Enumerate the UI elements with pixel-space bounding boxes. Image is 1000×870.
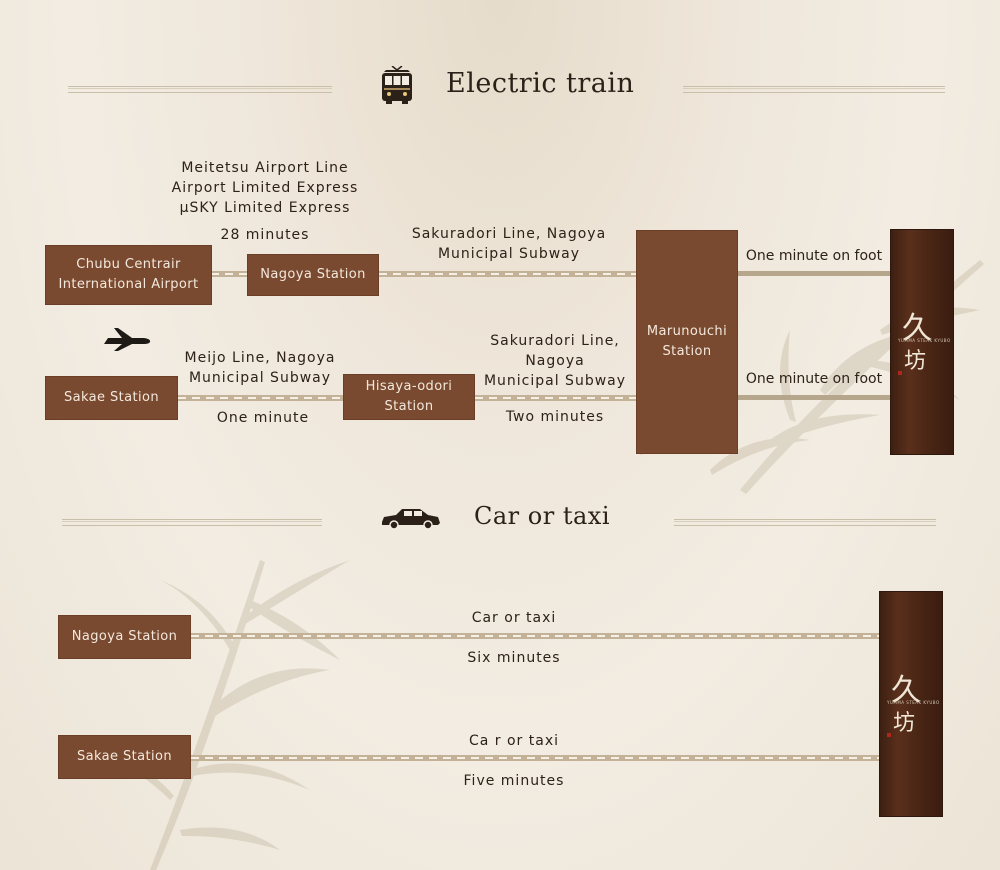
car-nagoya-station-box: Nagoya Station — [58, 615, 191, 659]
car-route2-rail — [191, 755, 880, 761]
restaurant-sign-train: 久 YUMMA STEAK KYUBO 坊 — [890, 229, 954, 455]
sign-brush-char-2: 坊 — [904, 349, 927, 374]
walk-line-1 — [738, 271, 890, 276]
header-divider-left — [68, 86, 332, 93]
car-divider-left — [62, 519, 322, 526]
chubu-airport-box: Chubu Centrair International Airport — [45, 245, 212, 305]
car-icon — [382, 509, 440, 530]
car-route2-duration: Five minutes — [463, 773, 565, 789]
walk-label-2: One minute on foot — [745, 371, 883, 387]
sign-brush-char-1: 久 — [902, 311, 932, 346]
car-section-title: Car or taxi — [474, 502, 610, 530]
sign-subtitle: YUMMA STEAK KYUBO — [887, 700, 940, 705]
sakae-station-box: Sakae Station — [45, 376, 178, 420]
bamboo-decoration — [90, 560, 350, 870]
route2-line-info: Meijo Line, Nagoya Municipal Subway — [184, 350, 336, 386]
route1-rail-1 — [211, 271, 247, 277]
sign-subtitle: YUMMA STEAK KYUBO — [898, 338, 951, 343]
restaurant-sign-car: 久 YUMMA STEAK KYUBO 坊 — [879, 591, 943, 817]
hisaya-odori-box: Hisaya-odori Station — [343, 374, 475, 420]
sign-brush-char-1: 久 — [891, 673, 921, 708]
walk-label-1: One minute on foot — [745, 248, 883, 264]
airplane-icon — [98, 328, 151, 351]
marunouchi-station-box: Marunouchi Station — [636, 230, 738, 454]
header-divider-right — [683, 86, 945, 93]
route1-line-info: Meitetsu Airport Line Airport Limited Ex… — [171, 160, 359, 216]
walk-line-2 — [738, 395, 890, 400]
car-route1-rail — [191, 633, 880, 639]
route2-duration: One minute — [216, 410, 310, 426]
sign-seal — [898, 371, 902, 375]
route2-rail-1 — [178, 395, 343, 401]
route2-subway: Sakuradori Line, Nagoya Municipal Subway — [483, 333, 627, 389]
train-icon — [382, 66, 412, 104]
route2-subway-duration: Two minutes — [505, 409, 605, 425]
nagoya-station-box: Nagoya Station — [247, 254, 379, 296]
sign-brush-char-2: 坊 — [893, 711, 916, 736]
sign-seal — [887, 733, 891, 737]
route2-rail-2 — [475, 395, 636, 401]
route1-duration: 28 minutes — [220, 227, 310, 243]
car-divider-right — [674, 519, 936, 526]
car-route2-mode: Ca r or taxi — [468, 733, 560, 749]
route1-subway: Sakuradori Line, Nagoya Municipal Subway — [411, 226, 607, 262]
car-route1-mode: Car or taxi — [471, 610, 557, 626]
train-section-title: Electric train — [446, 68, 635, 99]
car-sakae-station-box: Sakae Station — [58, 735, 191, 779]
route1-rail-2 — [379, 271, 636, 277]
car-route1-duration: Six minutes — [467, 650, 561, 666]
